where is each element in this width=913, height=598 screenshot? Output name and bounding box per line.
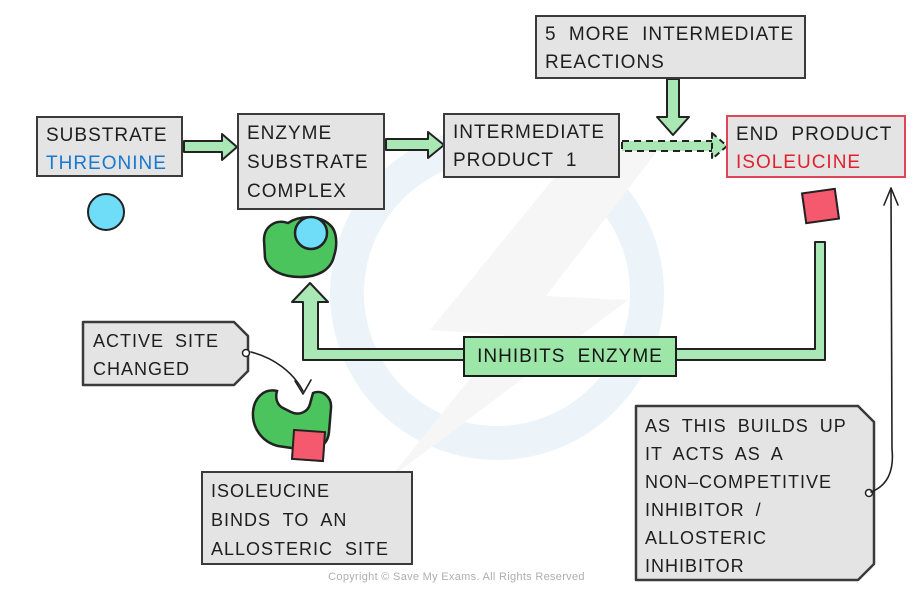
builds-up-line-5: ALLOSTERIC: [645, 528, 768, 548]
end-product-label: END PRODUCT: [736, 124, 893, 145]
builds-up-line-1: AS THIS BUILDS UP: [645, 416, 847, 436]
arrow-dashed-to-end-product: [621, 132, 728, 160]
active-site-tag-connector-dot: [241, 348, 251, 358]
enzyme-substrate-complex-box: ENZYME SUBSTRATE COMPLEX: [237, 113, 385, 210]
arrow-complex-to-intermediate: [385, 131, 445, 159]
enzyme-substrate-complex-shape: [262, 215, 338, 279]
active-site-line-2: CHANGED: [93, 359, 191, 379]
intermediate-line-2: PRODUCT 1: [453, 150, 578, 171]
pointer-arrow-builds-up: [870, 187, 899, 493]
bound-inhibitor-square: [290, 428, 327, 463]
end-product-isoleucine-box: END PRODUCT ISOLEUCINE: [726, 115, 906, 178]
inhibits-enzyme-label: INHIBITS ENZYME: [463, 336, 677, 377]
binds-line-2: BINDS TO AN: [211, 510, 348, 530]
arrow-reactions-down: [656, 78, 690, 136]
copyright-notice: Copyright © Save My Exams. All Rights Re…: [328, 571, 585, 583]
threonine-label: THREONINE: [46, 153, 167, 174]
isoleucine-binds-box: ISOLEUCINE BINDS TO AN ALLOSTERIC SITE: [201, 471, 413, 565]
pointer-arrow-active-site: [250, 351, 312, 395]
feedback-inhibition-arrow: [291, 241, 826, 361]
active-site-changed-text: ACTIVE SITE CHANGED: [93, 327, 219, 383]
isoleucine-label: ISOLEUCINE: [736, 152, 862, 173]
complex-line-3: COMPLEX: [247, 181, 347, 202]
active-site-tag-shape: [81, 320, 250, 387]
builds-up-line-6: INHIBITOR: [645, 556, 745, 576]
intermediate-product-box: INTERMEDIATE PRODUCT 1: [443, 113, 620, 178]
complex-line-2: SUBSTRATE: [247, 152, 369, 173]
arrow-substrate-to-complex: [183, 133, 238, 161]
builds-up-text: AS THIS BUILDS UP IT ACTS AS A NON–COMPE…: [645, 412, 847, 580]
builds-up-line-2: IT ACTS AS A: [645, 444, 784, 464]
binds-line-3: ALLOSTERIC SITE: [211, 539, 390, 559]
substrate-in-active-site: [293, 215, 329, 251]
active-site-line-1: ACTIVE SITE: [93, 331, 220, 351]
substrate-threonine-box: SUBSTRATE THREONINE: [36, 116, 183, 177]
builds-up-tag-shape: [634, 404, 876, 582]
intermediate-line-1: INTERMEDIATE: [453, 122, 606, 143]
builds-up-line-3: NON–COMPETITIVE: [645, 472, 833, 492]
five-more-line-2: REACTIONS: [545, 52, 665, 73]
substrate-label: SUBSTRATE: [46, 125, 168, 146]
five-more-line-1: 5 MORE INTERMEDIATE: [545, 24, 795, 45]
builds-up-line-4: INHIBITOR /: [645, 500, 762, 520]
binds-line-1: ISOLEUCINE: [211, 481, 331, 501]
builds-up-tag-connector-dot: [864, 488, 874, 498]
savemyexams-watermark-logo: [330, 126, 664, 478]
isoleucine-molecule-square: [800, 187, 841, 225]
five-more-reactions-box: 5 MORE INTERMEDIATE REACTIONS: [535, 15, 806, 79]
threonine-molecule-circle: [87, 193, 125, 231]
complex-line-1: ENZYME: [247, 123, 333, 144]
